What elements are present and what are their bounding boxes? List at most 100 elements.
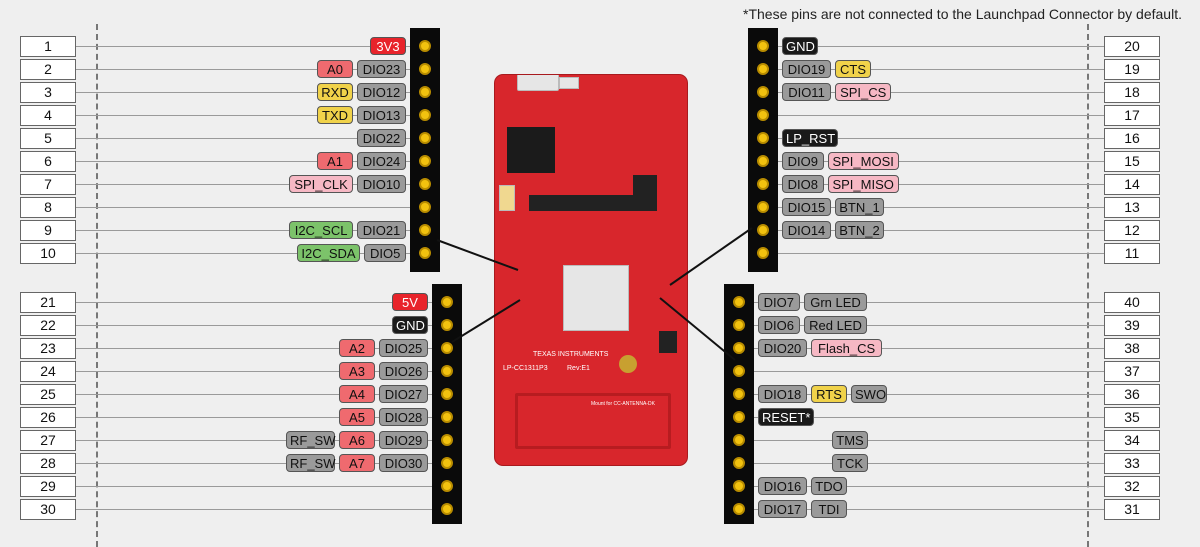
pin-function-tag: TDI — [811, 500, 847, 518]
pin-function-tag: DIO27 — [379, 385, 428, 403]
pin-function-tag: 3V3 — [370, 37, 406, 55]
header-pin-dot — [757, 155, 769, 167]
pin-number-12: 12 — [1104, 220, 1160, 241]
pin-row-line — [76, 348, 432, 349]
pin-function-tag: RESET* — [758, 408, 815, 426]
header-pin-dot — [441, 434, 453, 446]
header-pin-dot — [733, 319, 745, 331]
pin-function-tag: RXD — [317, 83, 353, 101]
pin-row-line — [754, 509, 1104, 510]
pin-row-line — [76, 509, 432, 510]
jumper-header — [529, 195, 633, 211]
pin-function-tag: DIO12 — [357, 83, 406, 101]
header-pin-dot — [733, 342, 745, 354]
pin-number-37: 37 — [1104, 361, 1160, 382]
header-pin-dot — [441, 388, 453, 400]
pin-function-tag: DIO9 — [782, 152, 824, 170]
header-pin-dot — [419, 178, 431, 190]
header-pin-dot — [757, 201, 769, 213]
pin-number-28: 28 — [20, 453, 76, 474]
pin-row-line — [754, 463, 1104, 464]
header-pin-dot — [733, 388, 745, 400]
pin-row-line — [76, 115, 410, 116]
pin-number-16: 16 — [1104, 128, 1160, 149]
header-pin-dot — [441, 319, 453, 331]
pin-row-line — [76, 325, 432, 326]
pin-number-23: 23 — [20, 338, 76, 359]
pin-row-line — [778, 230, 1104, 231]
debugger-chip — [507, 127, 555, 173]
pin-function-tag: TXD — [317, 106, 353, 124]
pin-function-tag: I2C_SCL — [289, 221, 353, 239]
pin-function-tag: A3 — [339, 362, 375, 380]
board-name-label: LP-CC1311P3 — [503, 365, 548, 372]
pin-function-tag: DIO14 — [782, 221, 831, 239]
pin-number-19: 19 — [1104, 59, 1160, 80]
pin-function-tag: RTS — [811, 385, 847, 403]
pin-function-tag: DIO28 — [379, 408, 428, 426]
header-pin-dot — [757, 132, 769, 144]
header-pin-dot — [441, 365, 453, 377]
pin-function-tag: BTN_1 — [835, 198, 884, 216]
pin-number-40: 40 — [1104, 292, 1160, 313]
header-pin-dot — [757, 63, 769, 75]
pin-row-line — [76, 161, 410, 162]
header-pin-dot — [733, 411, 745, 423]
pin-row-line — [76, 184, 410, 185]
leader-line-j2 — [669, 227, 753, 286]
pin-function-tag: DIO21 — [357, 221, 406, 239]
pin-row-line — [76, 230, 410, 231]
header-pin-dot — [757, 224, 769, 236]
pin-number-8: 8 — [20, 197, 76, 218]
pin-row-line — [76, 371, 432, 372]
usb-connector — [517, 75, 559, 91]
pin-function-tag: BTN_2 — [835, 221, 884, 239]
pin-function-tag: A0 — [317, 60, 353, 78]
rf-shield — [563, 265, 629, 331]
pin-number-32: 32 — [1104, 476, 1160, 497]
pin-number-30: 30 — [20, 499, 76, 520]
pin-function-tag: DIO19 — [782, 60, 831, 78]
header-pin-dot — [441, 411, 453, 423]
pin-function-tag: A7 — [339, 454, 375, 472]
pin-row-line — [754, 440, 1104, 441]
pin-function-tag: TDO — [811, 477, 847, 495]
header-pin-dot — [419, 201, 431, 213]
pin-function-tag: DIO15 — [782, 198, 831, 216]
pin-number-3: 3 — [20, 82, 76, 103]
pin-function-tag: DIO7 — [758, 293, 800, 311]
pin-number-9: 9 — [20, 220, 76, 241]
pin-number-26: 26 — [20, 407, 76, 428]
antenna-mount-label: Mount for CC-ANTENNA-DK — [591, 401, 655, 407]
pin-function-tag: A4 — [339, 385, 375, 403]
pin-function-tag: A1 — [317, 152, 353, 170]
pin-function-tag: DIO10 — [357, 175, 406, 193]
leader-line-j1 — [436, 239, 519, 271]
right-dashed-guide — [1087, 24, 1089, 547]
pin-row-line — [754, 302, 1104, 303]
pin-function-tag: DIO29 — [379, 431, 428, 449]
pin-function-tag: RF_SW — [286, 431, 336, 449]
pin-number-34: 34 — [1104, 430, 1160, 451]
header-pin-dot — [733, 480, 745, 492]
header-pin-dot — [419, 86, 431, 98]
pin-number-6: 6 — [20, 151, 76, 172]
left-dashed-guide — [96, 24, 98, 547]
header-pin-dot — [419, 224, 431, 236]
pin-row-line — [778, 138, 1104, 139]
pin-function-tag: A2 — [339, 339, 375, 357]
pin-function-tag: DIO24 — [357, 152, 406, 170]
pin-number-21: 21 — [20, 292, 76, 313]
pin-function-tag: DIO8 — [782, 175, 824, 193]
pin-number-29: 29 — [20, 476, 76, 497]
pin-function-tag: DIO30 — [379, 454, 428, 472]
pin-row-line — [778, 161, 1104, 162]
header-pin-dot — [757, 109, 769, 121]
header-pin-dot — [419, 63, 431, 75]
pin-row-line — [76, 417, 432, 418]
pin-function-tag: DIO13 — [357, 106, 406, 124]
pin-function-tag: Red LED — [803, 316, 868, 334]
pin-number-18: 18 — [1104, 82, 1160, 103]
pin-number-38: 38 — [1104, 338, 1160, 359]
